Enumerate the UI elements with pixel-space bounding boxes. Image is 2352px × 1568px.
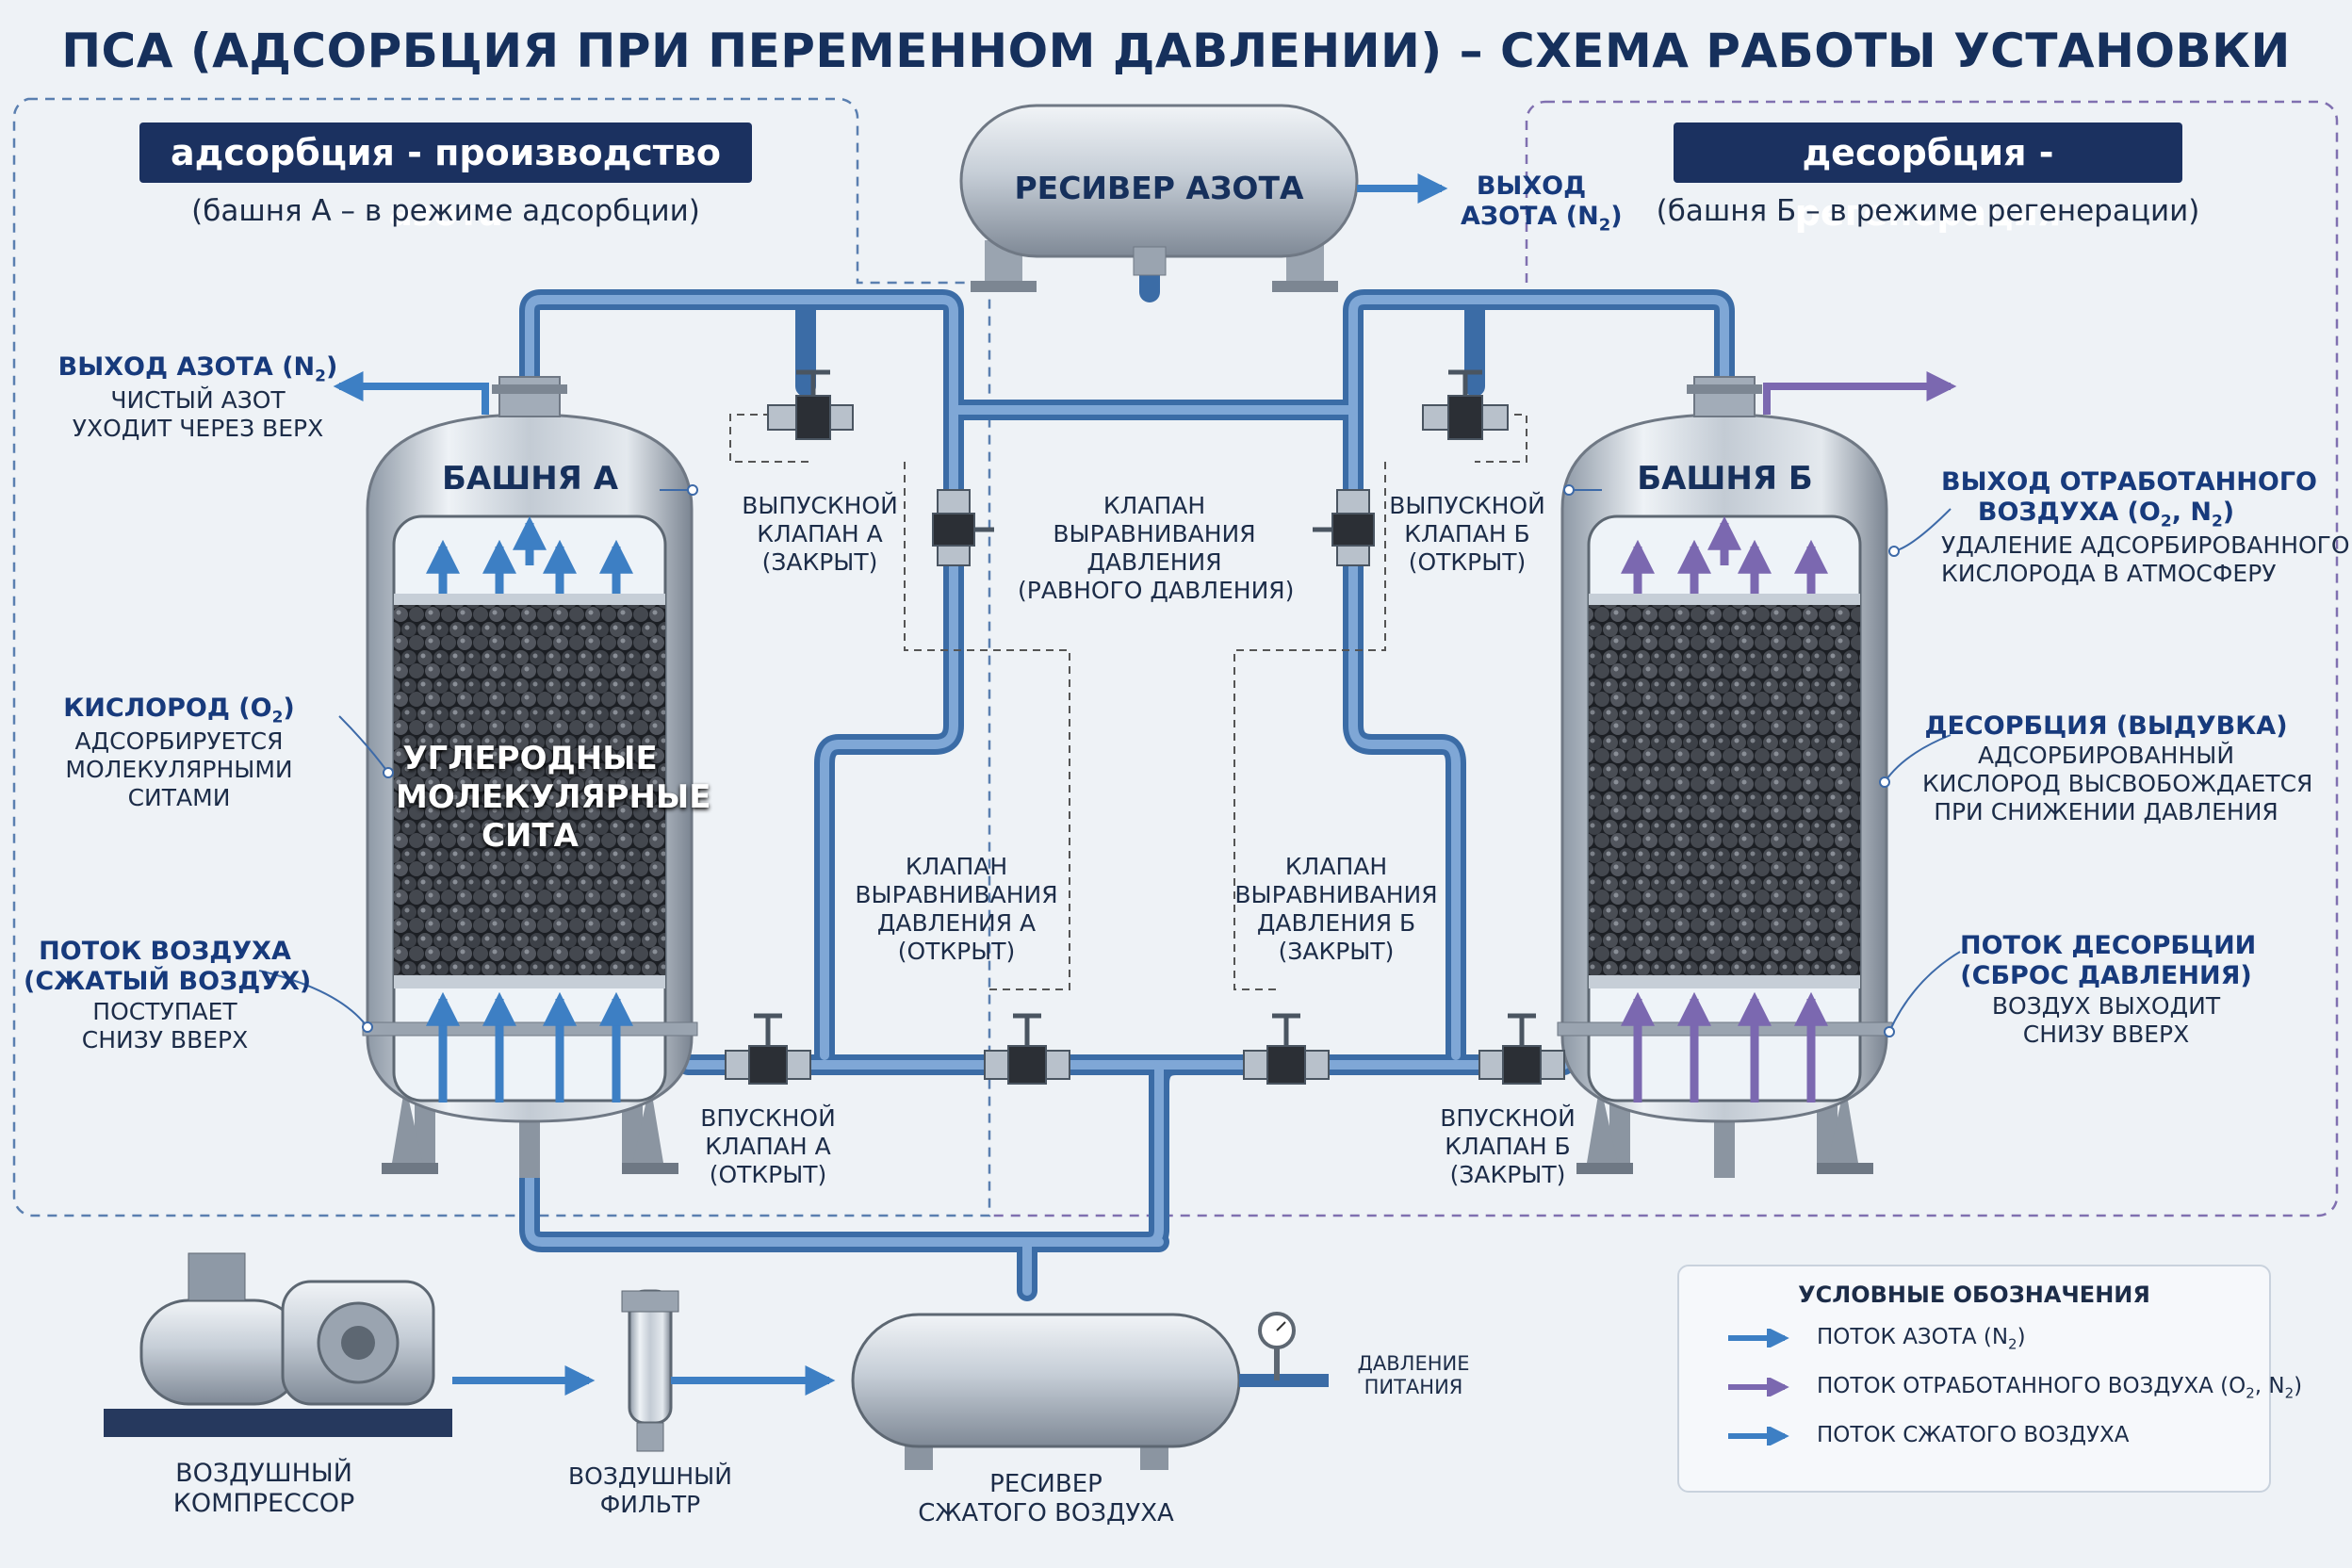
air-filter [621, 1289, 679, 1452]
adsorption-mode-tag: адсорбция - производство азота [139, 122, 752, 234]
legend-arrow-waste [1728, 1375, 1789, 1398]
desorption-mode-tag: десорбция - регенерация [1674, 122, 2182, 234]
adsorption-mode-subtitle: (башня А – в режиме адсорбции) [191, 194, 700, 228]
diagram-title: ПСА (АДСОРБЦИЯ ПРИ ПЕРЕМЕННОМ ДАВЛЕНИИ) … [61, 24, 2291, 78]
tower-a-flow-arrows [426, 515, 633, 1102]
air-receiver [851, 1312, 1329, 1470]
desorption-callout: ДЕСОРБЦИЯ (ВЫДУВКА) АДСОРБИРОВАННЫЙ КИСЛ… [1922, 711, 2313, 826]
legend-item-waste: ПОТОК ОТРАБОТАННОГО ВОЗДУХА (O2, N2) [1726, 1374, 2302, 1402]
tower-b-title: БАШНЯ Б [1637, 460, 1813, 498]
legend-item-compressed-air: ПОТОК СЖАТОГО ВОЗДУХА [1726, 1423, 2129, 1447]
callout-leaders [258, 484, 1961, 1037]
legend-title: УСЛОВНЫЕ ОБОЗНАЧЕНИЯ [1798, 1282, 2150, 1308]
desorption-mode-subtitle: (башня Б – в режиме регенерации) [1656, 194, 2200, 228]
tower-b-waste-out-arrow [1763, 371, 1957, 415]
tower-a-nitrogen-output: ВЫХОД АЗОТА (N2) ЧИСТЫЙ АЗОТ УХОДИТ ЧЕРЕ… [57, 352, 338, 442]
tower-a-title: БАШНЯ А [441, 460, 619, 498]
nitrogen-output-label: ВЫХОД АЗОТА (N2) [1461, 172, 1623, 236]
desorption-flow-callout: ПОТОК ДЕСОРБЦИИ (СБРОС ДАВЛЕНИЯ) ВОЗДУХ … [1960, 931, 2257, 1048]
tower-b-flow-arrows [1621, 515, 1828, 1102]
air-compressor [104, 1252, 452, 1437]
legend: УСЛОВНЫЕ ОБОЗНАЧЕНИЯ ПОТОК АЗОТА (N2) ПО… [1677, 1265, 2302, 1493]
waste-air-output-callout: ВЫХОД ОТРАБОТАННОГО ВОЗДУХА (O2, N2) УДА… [1941, 467, 2350, 588]
valve-icons [725, 369, 1565, 1085]
nitrogen-receiver [959, 104, 1448, 292]
legend-item-nitrogen: ПОТОК АЗОТА (N2) [1726, 1325, 2026, 1353]
oxygen-adsorption-callout: КИСЛОРОД (O2) АДСОРБИРУЕТСЯ МОЛЕКУЛЯРНЫМ… [63, 694, 295, 811]
tower-a-nitrogen-out-arrow [333, 371, 489, 415]
left-mode-panel [12, 97, 991, 1217]
legend-arrow-air [1728, 1424, 1789, 1447]
air-flow-callout: ПОТОК ВОЗДУХА (СЖАТЫЙ ВОЗДУХ) ПОСТУПАЕТ … [24, 937, 312, 1054]
legend-arrow-nitrogen [1728, 1326, 1789, 1349]
nitrogen-receiver-label: РЕСИВЕР АЗОТА [1014, 170, 1304, 206]
tower-a [362, 376, 698, 1178]
tower-b [1557, 376, 1893, 1178]
right-mode-panel [989, 100, 2339, 1217]
